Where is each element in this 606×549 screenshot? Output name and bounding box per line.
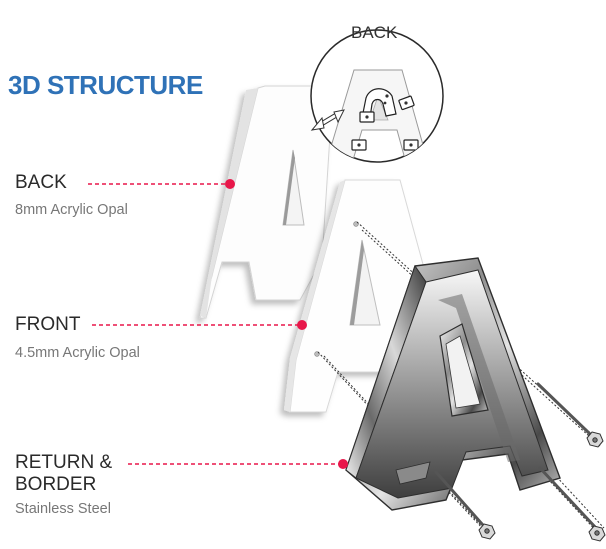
return-leader-dot bbox=[338, 459, 348, 469]
stainless-steel-return bbox=[345, 257, 561, 511]
leader-lines bbox=[88, 183, 342, 465]
threaded-rods bbox=[434, 382, 598, 530]
mounting-nuts bbox=[478, 431, 606, 542]
front-leader-dot bbox=[297, 320, 307, 330]
front-part-material: 4.5mm Acrylic Opal bbox=[15, 345, 140, 361]
back-part-material: 8mm Acrylic Opal bbox=[15, 202, 128, 218]
back-acrylic-panel bbox=[199, 85, 334, 319]
inset-back-label: BACK bbox=[351, 23, 398, 42]
return-part-material: Stainless Steel bbox=[15, 501, 111, 517]
front-part-name: FRONT bbox=[15, 314, 81, 335]
return-part-name: RETURN & BORDER bbox=[15, 452, 113, 495]
back-leader-dot bbox=[225, 179, 235, 189]
back-part-name: BACK bbox=[15, 172, 67, 193]
diagram-title: 3D STRUCTURE bbox=[8, 70, 203, 100]
back-detail-inset bbox=[310, 29, 444, 163]
double-arrow-icon bbox=[310, 109, 345, 131]
leader-dots bbox=[225, 179, 348, 469]
